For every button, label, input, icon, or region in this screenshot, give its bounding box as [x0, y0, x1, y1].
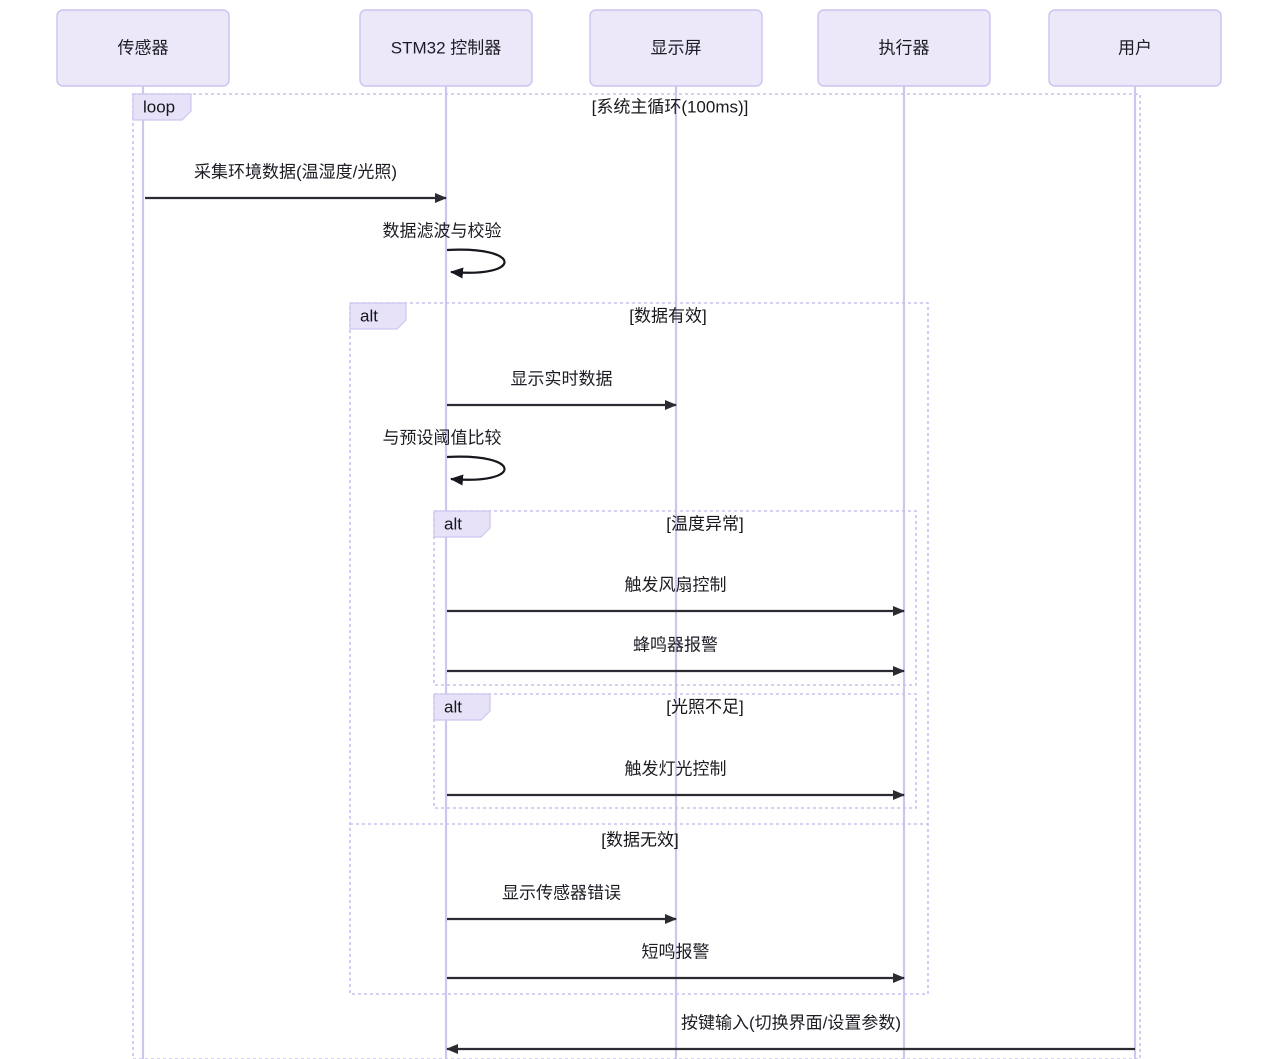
message-m4[interactable]: 与预设阈值比较	[383, 428, 506, 486]
fragment-tag-alt-low-light	[433, 693, 491, 721]
fragment-condition-alt-low-light: [光照不足]	[666, 697, 743, 716]
message-label-m4: 与预设阈值比较	[383, 428, 502, 447]
fragment-else-condition-alt-data-valid: [数据无效]	[601, 830, 678, 849]
participant-box-user	[1048, 9, 1222, 87]
fragment-border-alt-low-light	[433, 693, 917, 809]
message-m6[interactable]: 蜂鸣器报警	[447, 635, 905, 676]
message-label-m7: 触发灯光控制	[625, 759, 727, 778]
participant-user[interactable]: 用户	[1048, 9, 1222, 87]
actors-layer: 传感器 STM32 控制器 显示屏 执行器 用户	[56, 9, 1222, 87]
fragment-alt-data-valid: alt [数据有效] [数据无效]	[349, 302, 929, 995]
fragment-tag-label-alt-temp-abnormal: alt	[444, 514, 462, 533]
message-label-m3: 显示实时数据	[511, 369, 613, 388]
fragment-tag-label-alt-data-valid: alt	[360, 306, 378, 325]
fragment-border-alt-temp-abnormal	[433, 510, 917, 686]
fragment-tag-loop-main	[132, 93, 192, 121]
message-label-m8: 显示传感器错误	[502, 883, 621, 902]
message-m10[interactable]: 按键输入(切换界面/设置参数)	[446, 1013, 1135, 1054]
message-label-m5: 触发风扇控制	[625, 575, 727, 594]
message-m2[interactable]: 数据滤波与校验	[383, 221, 506, 279]
message-m8[interactable]: 显示传感器错误	[447, 883, 677, 924]
message-label-m9: 短鸣报警	[642, 942, 710, 961]
message-self-loop-m4	[446, 455, 506, 486]
fragment-condition-alt-temp-abnormal: [温度异常]	[666, 514, 743, 533]
message-self-loop-m2	[446, 248, 506, 279]
messages-layer: 采集环境数据(温湿度/光照) 数据滤波与校验显示实时数据与预设阈值比较触发风扇控制…	[145, 162, 1135, 1054]
fragment-tag-alt-temp-abnormal	[433, 510, 491, 538]
message-m5[interactable]: 触发风扇控制	[447, 575, 905, 616]
fragment-tag-label-loop-main: loop	[143, 97, 175, 116]
message-label-m2: 数据滤波与校验	[383, 221, 502, 240]
participant-label-mcu: STM32 控制器	[391, 38, 502, 57]
message-m3[interactable]: 显示实时数据	[447, 369, 677, 410]
fragment-alt-low-light: alt [光照不足]	[433, 693, 917, 809]
fragment-tag-alt-data-valid	[349, 302, 407, 330]
participant-mcu[interactable]: STM32 控制器	[359, 9, 533, 87]
participant-box-display	[589, 9, 763, 87]
fragment-tag-label-alt-low-light: alt	[444, 697, 462, 716]
message-label-m1: 采集环境数据(温湿度/光照)	[194, 162, 397, 181]
fragment-condition-loop-main: [系统主循环(100ms)]	[592, 97, 749, 116]
participant-sensor[interactable]: 传感器	[56, 9, 230, 87]
fragment-condition-alt-data-valid: [数据有效]	[629, 306, 706, 325]
fragment-border-alt-data-valid	[349, 302, 929, 995]
message-m1[interactable]: 采集环境数据(温湿度/光照)	[145, 162, 447, 203]
participant-label-display: 显示屏	[651, 38, 702, 57]
participant-label-sensor: 传感器	[118, 38, 169, 57]
participant-display[interactable]: 显示屏	[589, 9, 763, 87]
fragment-border-loop-main	[132, 93, 1141, 1059]
message-m9[interactable]: 短鸣报警	[447, 942, 905, 983]
participant-box-sensor	[56, 9, 230, 87]
participant-label-user: 用户	[1118, 38, 1152, 57]
lifelines-layer	[141, 86, 1137, 1059]
fragment-loop-main: loop [系统主循环(100ms)]	[132, 93, 1141, 1059]
message-label-m10: 按键输入(切换界面/设置参数)	[681, 1013, 901, 1032]
message-label-m6: 蜂鸣器报警	[633, 635, 718, 654]
fragment-alt-temp-abnormal: alt [温度异常]	[433, 510, 917, 686]
message-m7[interactable]: 触发灯光控制	[447, 759, 905, 800]
fragments-layer: loop [系统主循环(100ms)] alt [数据有效] [数据无效] alt [温度异…	[132, 93, 1141, 1059]
participant-box-mcu	[359, 9, 533, 87]
participant-label-actuator: 执行器	[879, 38, 930, 57]
participant-actuator[interactable]: 执行器	[817, 9, 991, 87]
participant-box-actuator	[817, 9, 991, 87]
